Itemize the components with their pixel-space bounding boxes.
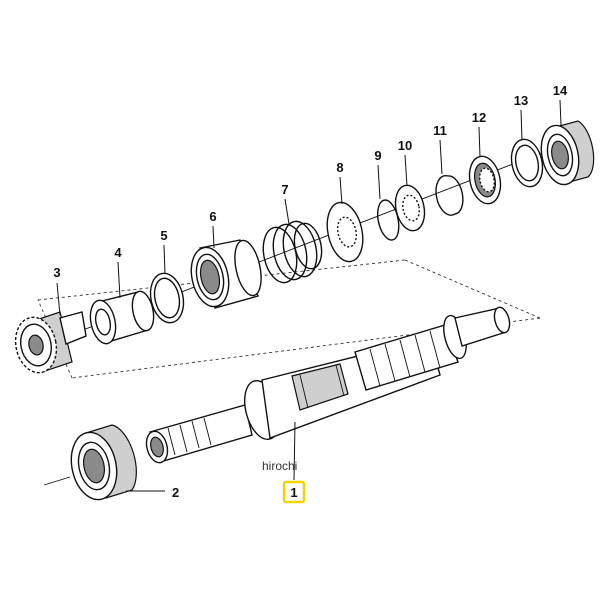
watermark-text: hirochi	[262, 459, 297, 473]
snap-ring-9[interactable]	[376, 199, 400, 241]
part-label-13[interactable]: 13	[514, 93, 528, 108]
part-label-4[interactable]: 4	[114, 245, 122, 260]
part-label-3[interactable]: 3	[53, 265, 60, 280]
part-label-6[interactable]: 6	[209, 209, 216, 224]
part-label-10[interactable]: 10	[398, 138, 412, 153]
part-label-7[interactable]: 7	[281, 182, 288, 197]
part-label-11[interactable]: 11	[433, 123, 447, 138]
part-1-highlight	[282, 480, 306, 504]
part-label-9[interactable]: 9	[374, 148, 381, 163]
bearing-14[interactable]	[536, 120, 595, 188]
part-label-2[interactable]: 2	[172, 485, 179, 500]
part-label-5[interactable]: 5	[160, 228, 167, 243]
bearing-2[interactable]	[65, 424, 137, 504]
leader-lines	[56, 99, 562, 492]
part-label-8[interactable]: 8	[336, 160, 343, 175]
ring-13[interactable]	[507, 136, 546, 189]
part-label-12[interactable]: 12	[472, 110, 486, 125]
bushing-6[interactable]	[186, 238, 265, 310]
main-shaft-1[interactable]	[143, 306, 512, 465]
ring-5[interactable]	[146, 270, 188, 326]
washer-8[interactable]	[322, 199, 368, 265]
gear-3[interactable]	[11, 311, 87, 377]
needle-bearing-12[interactable]	[465, 153, 504, 206]
splined-washer-10[interactable]	[392, 183, 429, 234]
lower-axis-line	[43, 476, 71, 486]
sleeve-4[interactable]	[87, 289, 157, 346]
part-label-1[interactable]: 1	[290, 485, 297, 500]
spring-7[interactable]	[259, 218, 326, 285]
circlip-11[interactable]	[435, 174, 464, 216]
part-label-14[interactable]: 14	[553, 83, 568, 98]
